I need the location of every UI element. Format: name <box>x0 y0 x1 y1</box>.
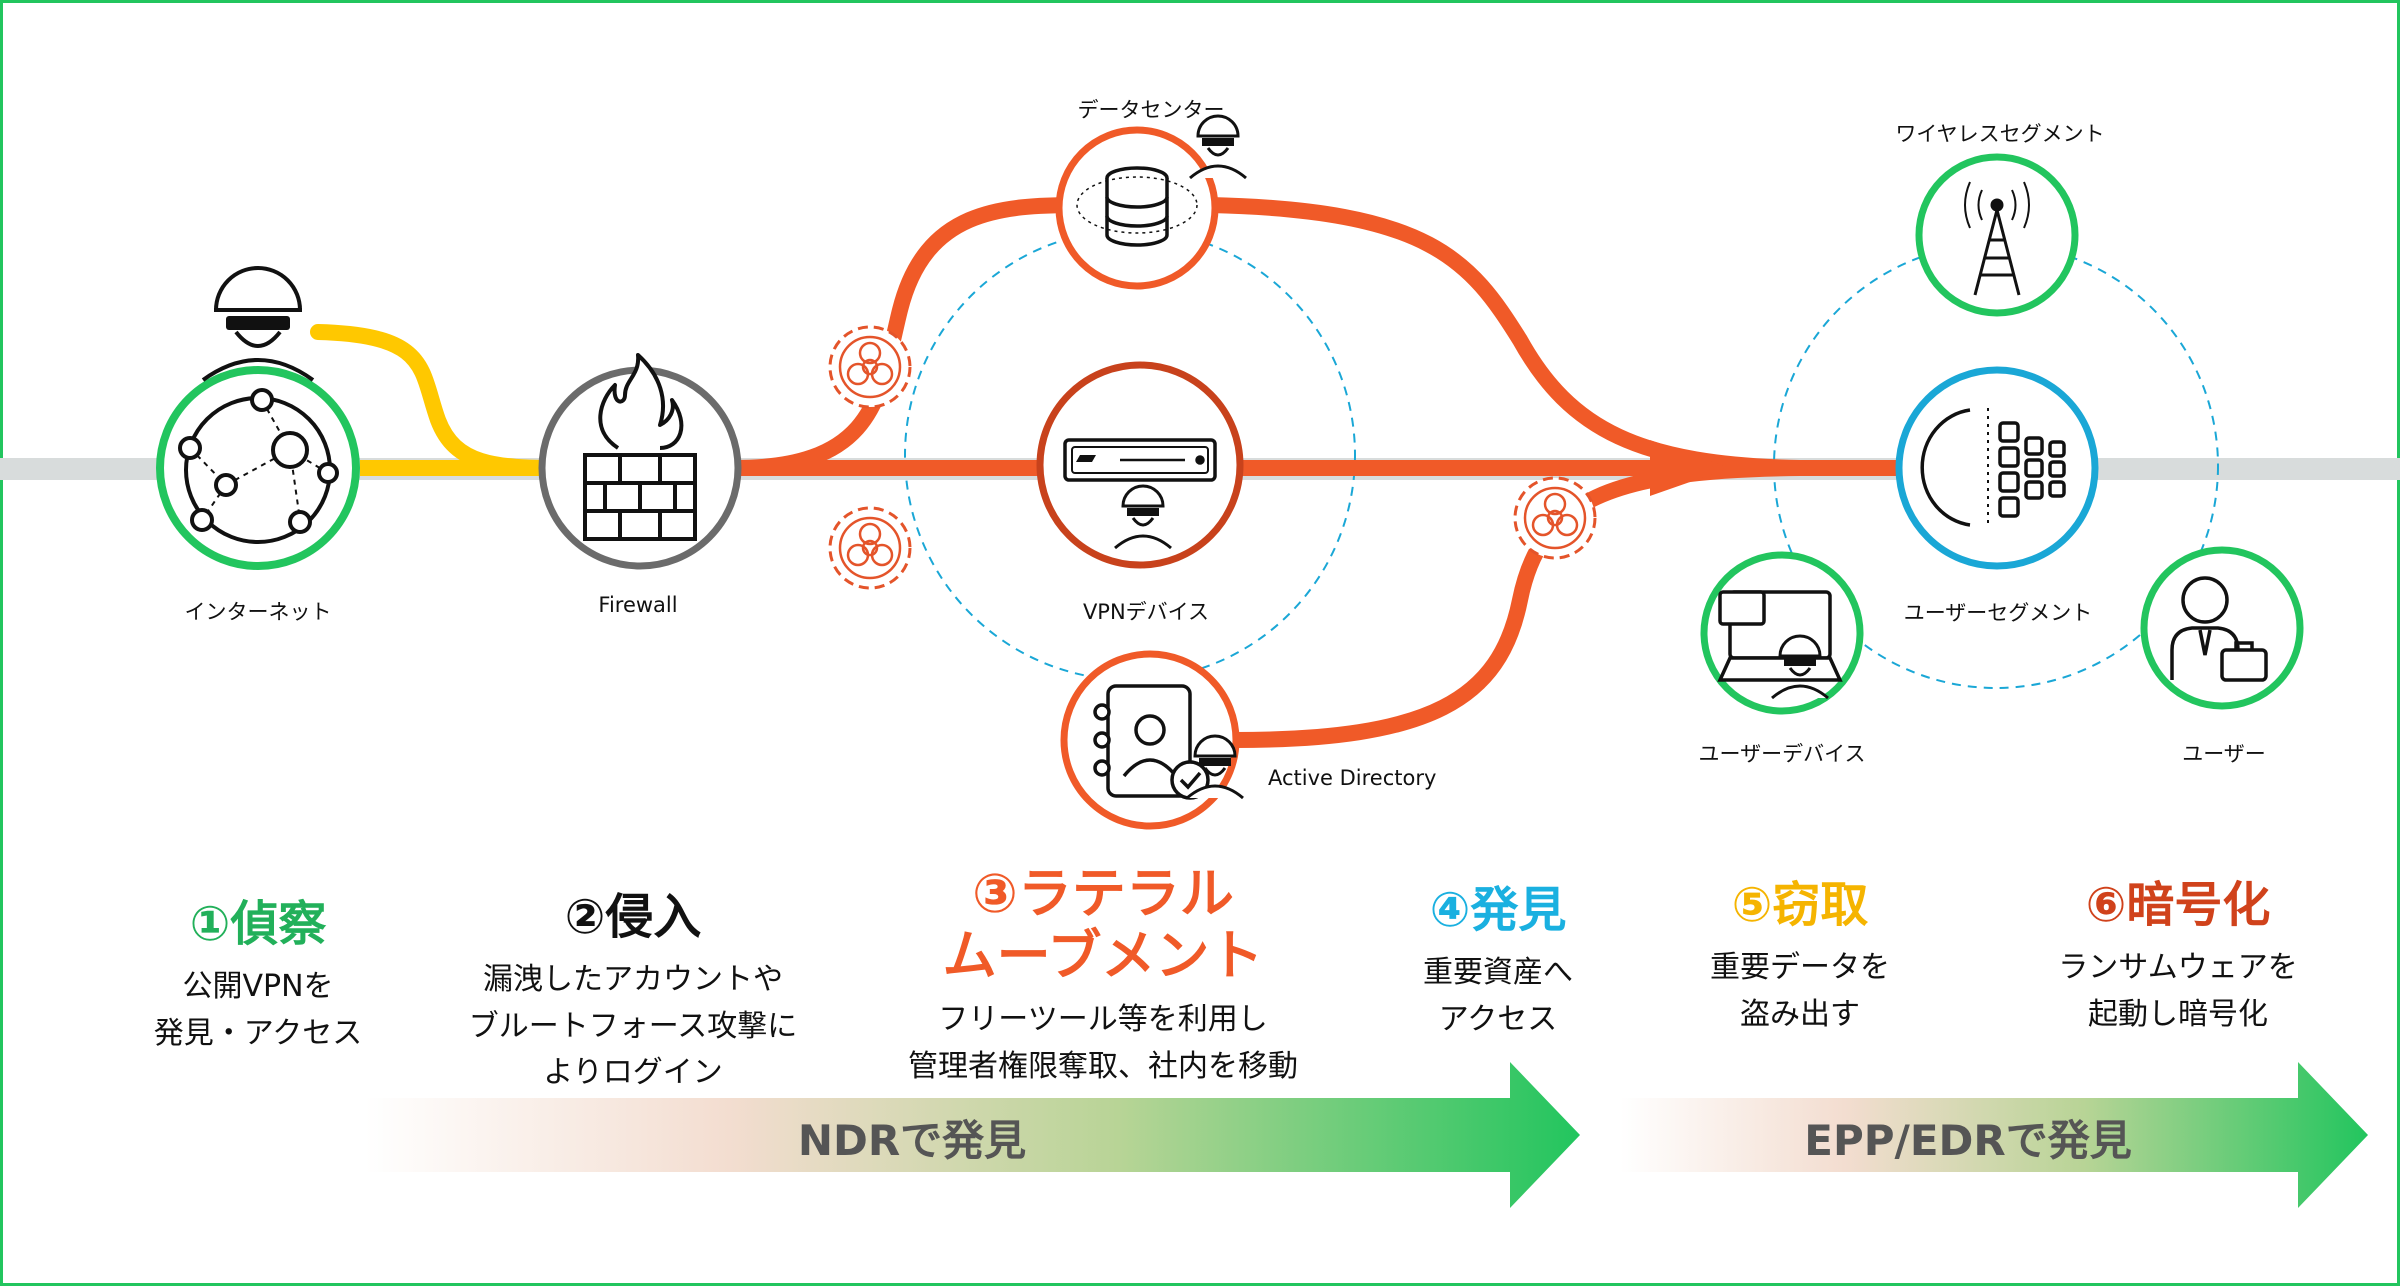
biohazard-gear-icon <box>828 506 912 590</box>
stage-description: フリーツール等を利用し 管理者権限奪取、社内を移動 <box>908 997 1298 1090</box>
datacenter-node <box>1055 126 1219 290</box>
hacker-icon <box>1114 484 1172 550</box>
stage-desc-line: 起動し暗号化 <box>2088 996 2268 1032</box>
ndr-detection-arrow <box>365 1062 1580 1208</box>
internet-node <box>156 366 360 570</box>
stage-title-line2: ムーブメント <box>942 924 1264 988</box>
stage-encryption: ⑥暗号化 ランサムウェアを 起動し暗号化 <box>2058 877 2297 1038</box>
stage-lateral-movement: ③ラテラル ムーブメント フリーツール等を利用し 管理者権限奪取、社内を移動 <box>908 862 1298 1090</box>
firewall-label: Firewall <box>598 593 678 617</box>
segment-grid-icon <box>1920 408 2066 528</box>
stage-title: ⑤窃取 <box>1731 877 1869 933</box>
user-device-node <box>1700 551 1864 715</box>
hacker-icon <box>1771 634 1829 700</box>
vpn-label: VPNデバイス <box>1082 600 1210 624</box>
user-node <box>2140 546 2304 710</box>
stage-desc-line: 発見・アクセス <box>153 1015 363 1051</box>
stage-title: ②侵入 <box>564 889 702 945</box>
user-label: ユーザー <box>2182 742 2266 766</box>
hacker-icon <box>1186 734 1244 800</box>
active-directory-node <box>1060 650 1240 830</box>
epp-edr-banner-label: EPP/EDRで発見 <box>1804 1116 2132 1165</box>
stage-recon: ①偵察 公開VPNを 発見・アクセス <box>154 896 363 1057</box>
internet-label: インターネット <box>184 600 332 624</box>
stage-title: ⑥暗号化 <box>2085 877 2271 933</box>
globe-network-icon <box>178 388 339 544</box>
biohazard-gear-icon <box>1513 476 1597 560</box>
stage-desc-line: 公開VPNを <box>182 969 334 1005</box>
database-icon <box>1076 166 1198 247</box>
datacenter-label: データセンター <box>1077 98 1225 122</box>
stage-exfiltration: ⑤窃取 重要データを 盗み出す <box>1710 877 1890 1038</box>
vpn-appliance-icon <box>1063 438 1217 482</box>
biohazard-gear-icon <box>828 325 912 409</box>
stage-intrusion: ②侵入 漏洩したアカウントや ブルートフォース攻撃に よりログイン <box>469 889 798 1097</box>
user-segment-label: ユーザーセグメント <box>1903 601 2093 625</box>
stage-desc-line: 盗み出す <box>1740 996 1860 1032</box>
stage-description: 重要資産へ アクセス <box>1423 950 1573 1043</box>
merge-arrowhead <box>1650 440 1730 496</box>
ndr-banner-label: NDRで発見 <box>797 1116 1027 1165</box>
stage-desc-line: フリーツール等を利用し <box>938 1002 1268 1038</box>
businessperson-icon <box>2170 576 2268 682</box>
stage-description: 公開VPNを 発見・アクセス <box>154 964 363 1057</box>
firewall-icon <box>583 353 697 541</box>
stage-desc-line: よりログイン <box>543 1055 723 1091</box>
stage-desc-line: ブルートフォース攻撃に <box>468 1008 798 1044</box>
stage-desc-line: アクセス <box>1438 1001 1558 1037</box>
wireless-label: ワイヤレスセグメント <box>1895 122 2105 146</box>
hacker-icon <box>201 266 315 382</box>
epp-edr-detection-arrow <box>1620 1062 2368 1208</box>
wireless-node <box>1915 153 2079 317</box>
radio-tower-icon <box>1964 181 2030 296</box>
stage-desc-line: 重要データを <box>1710 950 1890 986</box>
hacker-icon <box>1189 114 1247 180</box>
vpn-node <box>1036 361 1244 569</box>
stage-desc-line: 管理者権限奪取、社内を移動 <box>908 1048 1298 1084</box>
stage-desc-line: 重要資産へ <box>1423 955 1573 991</box>
firewall-node <box>538 353 742 570</box>
stage-title: ③ラテラル <box>972 862 1234 925</box>
stage-title: ①偵察 <box>189 896 327 952</box>
user-device-label: ユーザーデバイス <box>1698 742 1866 766</box>
stage-description: 重要データを 盗み出す <box>1710 945 1890 1038</box>
laptop-icon <box>1717 590 1843 682</box>
active-directory-label: Active Directory <box>1268 766 1437 790</box>
user-segment-node <box>1895 366 2099 570</box>
stage-desc-line: ランサムウェアを <box>2058 950 2298 986</box>
stage-title: ④発見 <box>1429 882 1567 938</box>
stage-desc-line: 漏洩したアカウントや <box>483 962 783 998</box>
address-book-icon <box>1093 684 1210 800</box>
stage-discovery: ④発見 重要資産へ アクセス <box>1423 882 1573 1043</box>
stage-description: ランサムウェアを 起動し暗号化 <box>2058 945 2297 1038</box>
stage-description: 漏洩したアカウントや ブルートフォース攻撃に よりログイン <box>469 957 798 1097</box>
